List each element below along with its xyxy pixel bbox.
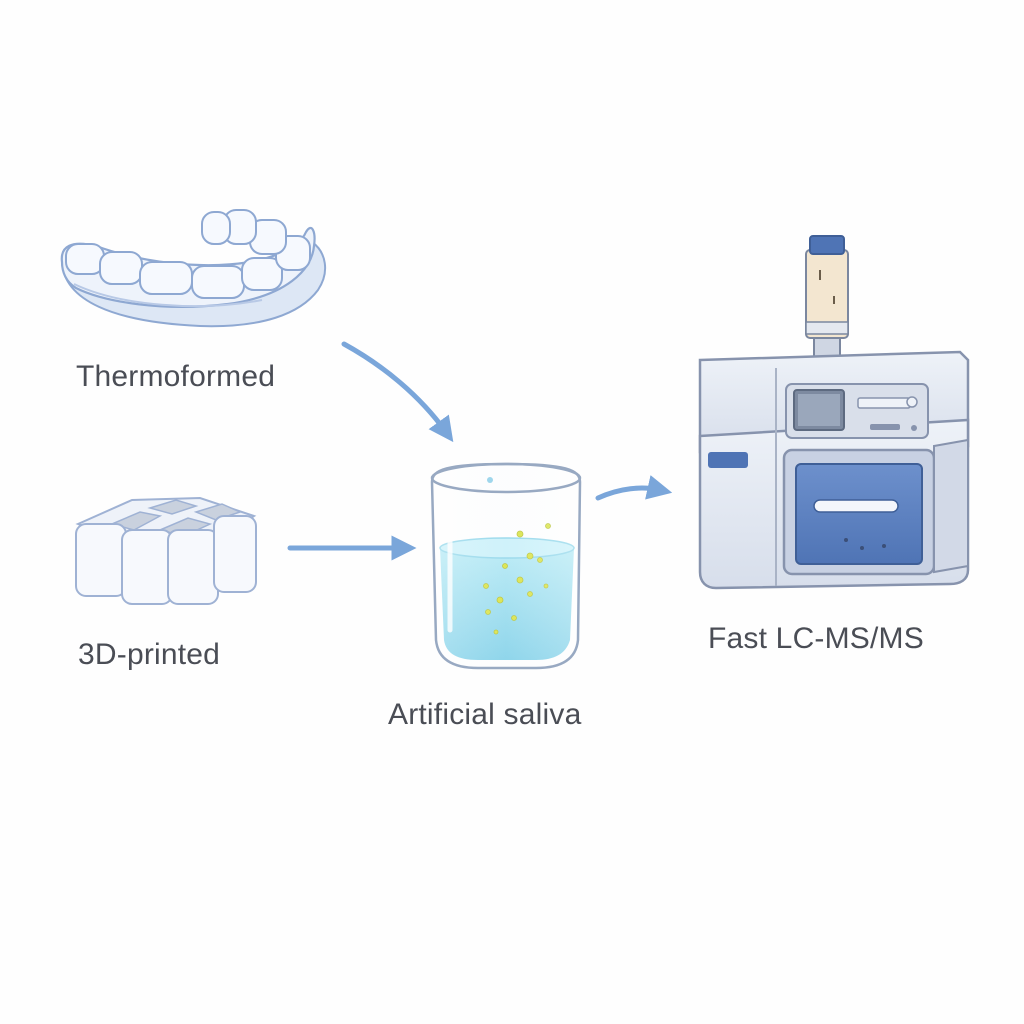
label-3d-printed: 3D-printed [78, 638, 221, 671]
dental-aligner-icon [60, 209, 327, 328]
arrow-thermoformed-to-saliva [341, 341, 454, 443]
printed-blocks-icon [75, 496, 257, 605]
label-lc-ms-ms: Fast LC-MS/MS [708, 622, 924, 655]
flow-arrows [287, 341, 673, 561]
label-artificial-saliva: Artificial saliva [388, 698, 582, 731]
syringe-icon [805, 235, 849, 359]
lc-ms-instrument-icon [698, 235, 970, 590]
beaker-icon [430, 462, 582, 670]
label-thermoformed: Thermoformed [76, 360, 276, 393]
arrow-saliva-to-lcms [595, 475, 673, 501]
